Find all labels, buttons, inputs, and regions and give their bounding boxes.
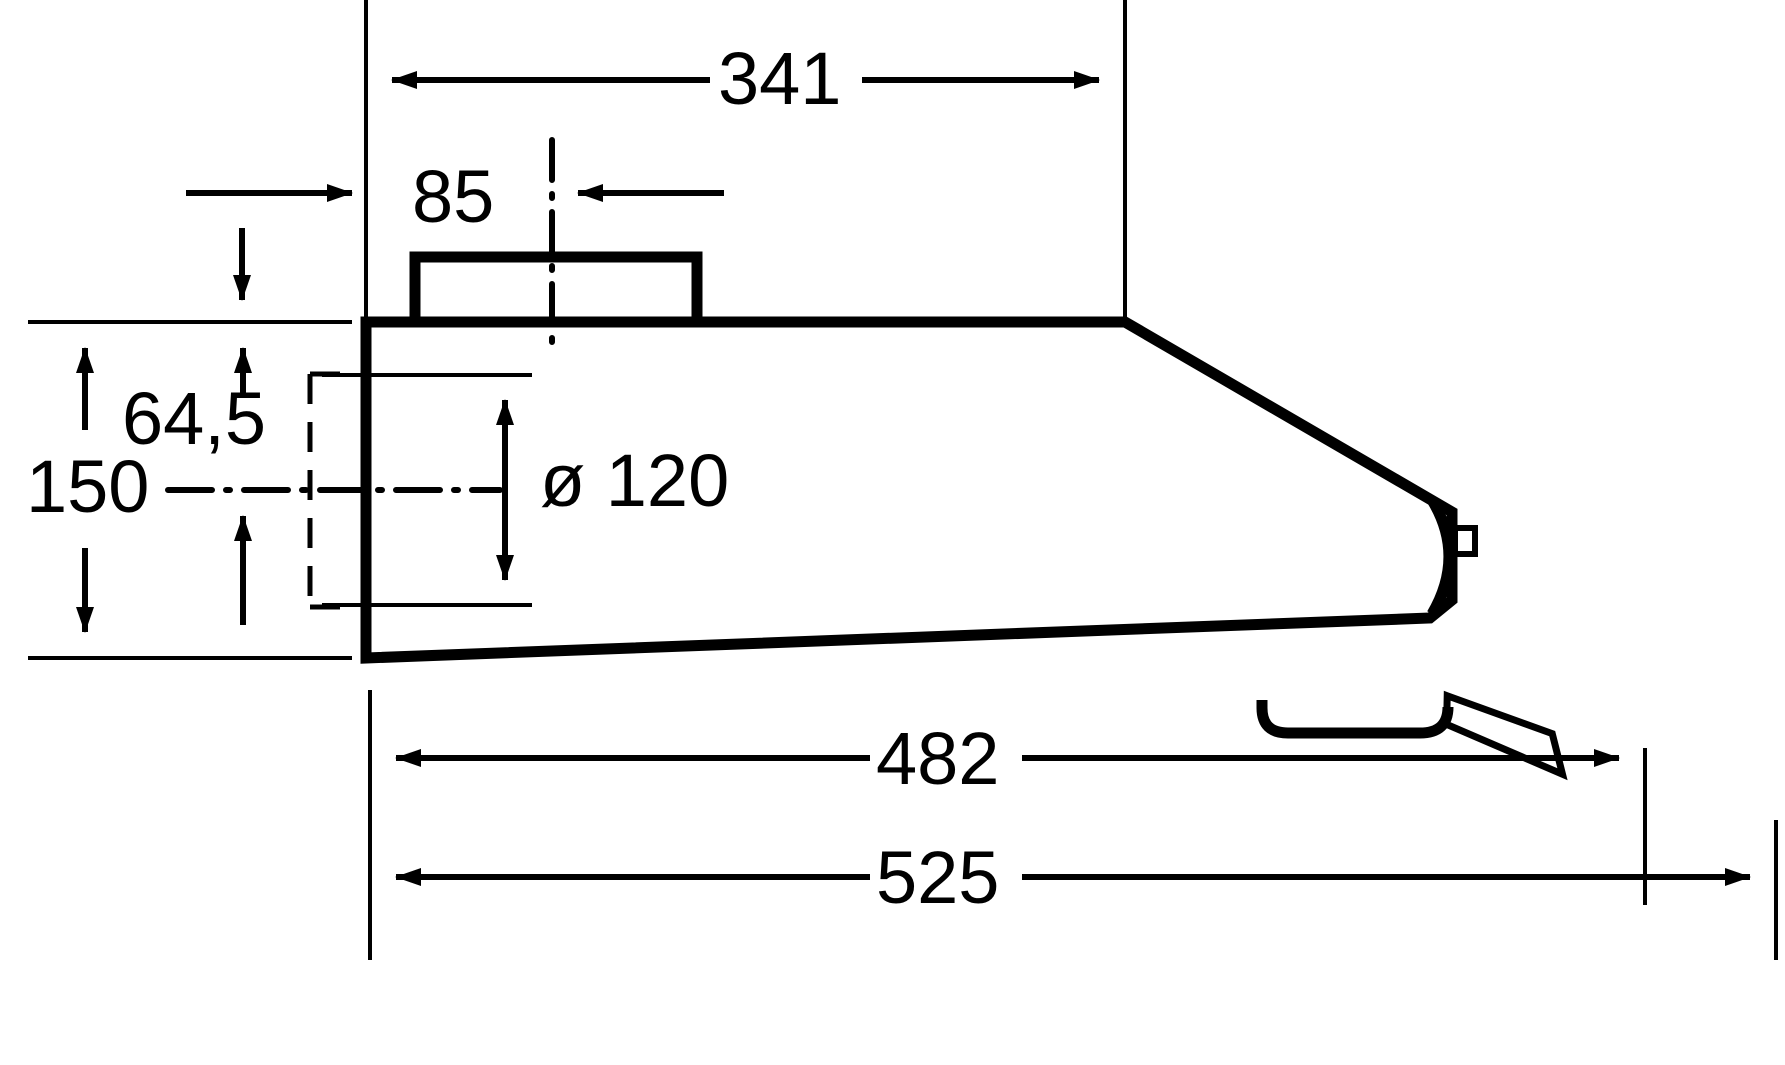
- hood-front-radius: [1427, 497, 1455, 617]
- dimension-label-64-5: 64,5: [122, 377, 267, 460]
- hood-body-outline: [360, 316, 1458, 664]
- dimension-label-482: 482: [876, 717, 1000, 800]
- dimension-label-525: 525: [876, 836, 1000, 919]
- pull-out-visor: [1256, 700, 1454, 739]
- dimension-label-341: 341: [718, 37, 842, 120]
- front-latch-tab: [1452, 525, 1478, 557]
- handle-rod: [1443, 690, 1568, 781]
- dimension-label-150: 150: [26, 445, 150, 528]
- dimension-label-85: 85: [412, 155, 495, 238]
- hidden-bore-outline: [307, 371, 340, 610]
- extension-lines: [28, 0, 1778, 960]
- dimension-label-diameter-120: ø 120: [540, 439, 730, 522]
- duct-collar: [409, 251, 703, 325]
